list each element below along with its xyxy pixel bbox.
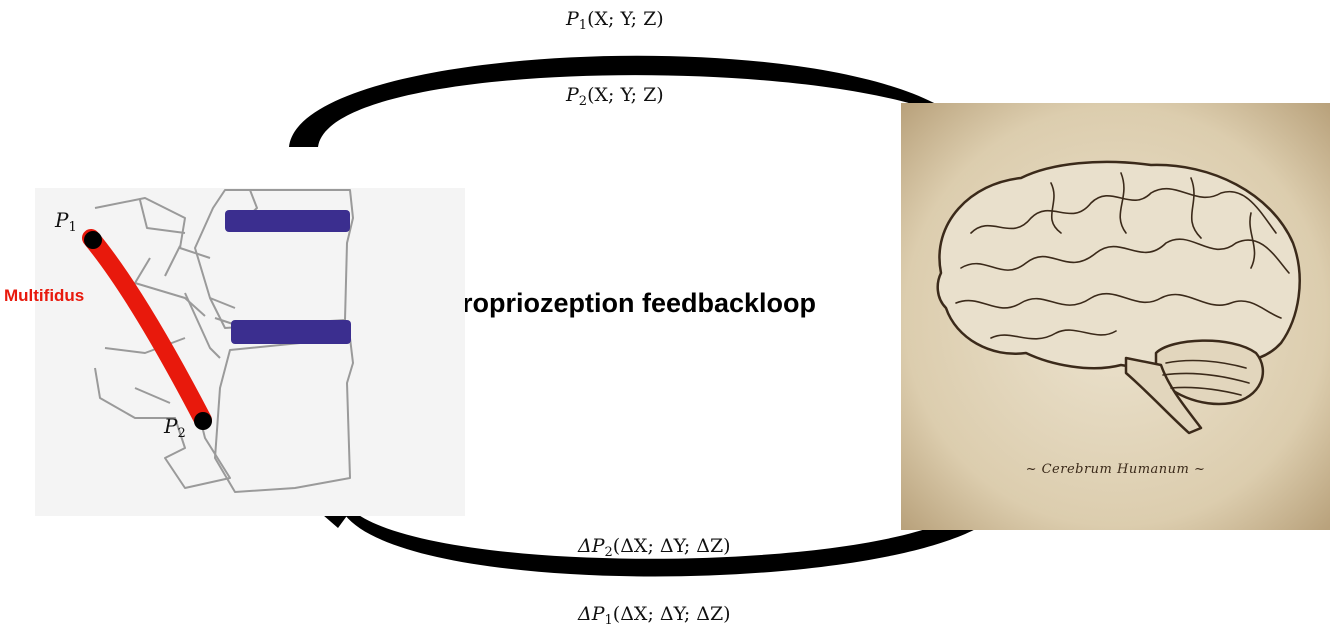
lower-disc (231, 320, 351, 344)
point-p2-label: P2 (164, 414, 186, 441)
bottom-label-dp1: ΔP1(ΔX; ΔY; ΔZ) (578, 603, 731, 628)
brainstem (1124, 356, 1203, 435)
bottom-feedback-arrow (345, 489, 1009, 577)
lower-vertebral-body (214, 337, 354, 493)
multifidus-muscle (82, 229, 212, 429)
point-p1-marker (84, 231, 102, 249)
cerebrum (936, 160, 1301, 370)
top-label-p2: P2(X; Y; Z) (566, 84, 664, 109)
brain-caption: ~ Cerebrum Humanum ~ (1025, 462, 1206, 477)
bottom-label-dp2: ΔP2(ΔX; ΔY; ΔZ) (578, 535, 731, 560)
top-label-p1: P1(X; Y; Z) (566, 8, 664, 33)
upper-disc (225, 210, 350, 232)
point-p2-marker (194, 412, 212, 430)
top-feedback-arrow (289, 55, 992, 147)
point-p1-label: P1 (55, 208, 77, 235)
multifidus-label: Multifidus (4, 286, 85, 305)
brain-illustration (901, 103, 1330, 530)
diagram-title: Propriozeption feedbackloop (443, 288, 817, 318)
spine-illustration (35, 188, 465, 516)
